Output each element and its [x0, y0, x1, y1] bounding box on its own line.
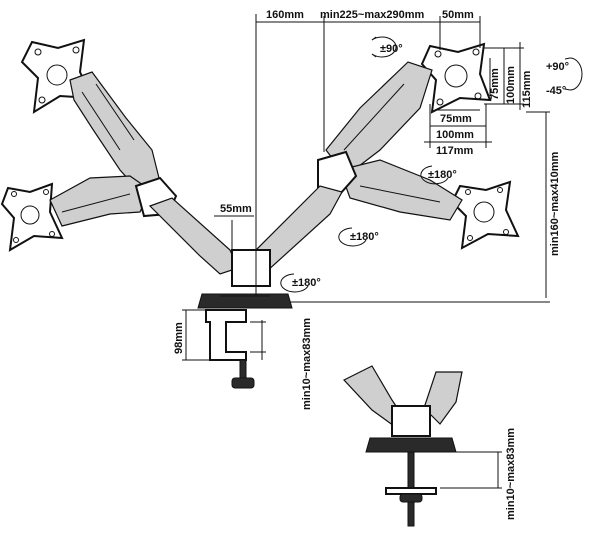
- elbow-right: [247, 150, 358, 273]
- swivel-icon-c: [280, 273, 309, 293]
- dim-grommet-thickness: [440, 451, 502, 489]
- arm-right-lower: [339, 159, 463, 221]
- desk-clamp: [205, 309, 255, 389]
- label-tilt-up: +90°: [546, 61, 569, 73]
- vesa-plate-right-upper: [420, 42, 492, 114]
- dim-vesa-vertical: [484, 42, 524, 110]
- dim-vesa-horizontal: [424, 104, 492, 148]
- dim-label-vesa115: 115mm: [521, 70, 533, 108]
- center-pole: [197, 249, 293, 309]
- dim-label-98mm: 98mm: [173, 322, 185, 354]
- label-swivel-a: ±180°: [428, 169, 457, 181]
- dim-top: [255, 14, 481, 296]
- elbow-left: [134, 176, 239, 275]
- swivel-icon-a: [420, 165, 449, 185]
- vesa-plate-left-lower: [0, 182, 64, 252]
- dim-label-height-range: min160~max410mm: [549, 152, 561, 256]
- dim-label-grommet-thickness: min10~max83mm: [505, 428, 517, 520]
- rotate-90-icon: [371, 36, 397, 58]
- dim-label-55mm: 55mm: [220, 203, 252, 215]
- dim-height-range: [290, 111, 550, 303]
- label-swivel-c: ±180°: [292, 277, 321, 289]
- arm-left-lower: [49, 175, 151, 227]
- label-swivel-b: ±180°: [350, 231, 379, 243]
- dim-label-desk-thickness: min10~max83mm: [301, 318, 313, 410]
- tilt-icon: [564, 57, 583, 91]
- grommet-inset: [343, 365, 463, 527]
- dim-clamp-height: [182, 309, 210, 361]
- dim-desk-thickness: [250, 320, 266, 360]
- label-rotate-90: ±90°: [380, 43, 403, 55]
- dim-label-vesa75-h: 75mm: [489, 68, 501, 100]
- dim-label-vesa100-h: 100mm: [505, 66, 517, 104]
- dim-label-50mm: 50mm: [442, 9, 474, 21]
- dim-label-vesa100-w: 100mm: [436, 129, 474, 141]
- arm-left-upper: [69, 71, 161, 193]
- dim-label-160mm: 160mm: [266, 9, 304, 21]
- vesa-plate-right-lower: [450, 180, 520, 250]
- dim-label-vesa75-w: 75mm: [440, 113, 472, 125]
- dim-label-vesa117: 117mm: [436, 145, 474, 157]
- dim-label-arm-range: min225~max290mm: [320, 9, 424, 21]
- label-tilt-down: -45°: [546, 85, 566, 97]
- swivel-icon-b: [338, 227, 367, 247]
- dim-55mm: [214, 215, 254, 250]
